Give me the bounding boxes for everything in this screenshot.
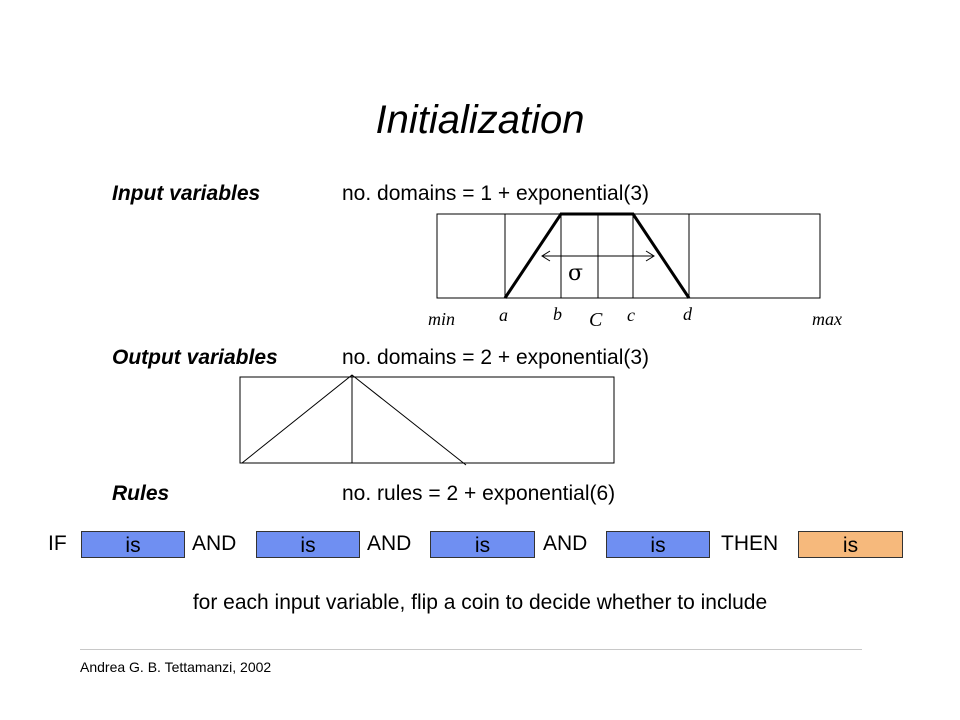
consequent-box: is [798,531,903,558]
input-variables-label: Input variables [112,182,261,205]
d-label: d [683,304,692,324]
rule-and-keyword-2: AND [367,532,412,555]
b-label: b [553,304,562,324]
center-label: C [589,309,603,331]
rule-and-keyword-1: AND [192,532,237,555]
output-domain-box [239,376,615,464]
rule-if-keyword: IF [48,532,67,555]
footer-author: Andrea G. B. Tettamanzi, 2002 [80,659,272,675]
sigma-arrow-left-head [541,250,551,262]
input-domains-formula: no. domains = 1 + exponential(3) [342,182,650,205]
page-title: Initialization [375,98,585,142]
footer-divider [80,649,862,650]
a-label: a [499,305,508,325]
max-label: max [812,309,842,329]
triangle-membership [241,374,467,466]
min-label: min [428,309,455,329]
trapezoid-membership [503,212,691,299]
c-label: c [627,305,635,325]
antecedent-box-2: is [256,531,360,558]
antecedent-box-1: is [81,531,185,558]
rules-note: for each input variable, flip a coin to … [192,591,768,614]
sigma-label: σ [568,261,584,286]
output-variables-label: Output variables [112,346,278,369]
sigma-arrow-right-head [645,250,655,262]
rule-then-keyword: THEN [721,532,779,555]
output-domains-formula: no. domains = 2 + exponential(3) [342,346,650,369]
rules-formula: no. rules = 2 + exponential(6) [342,482,616,505]
antecedent-box-4: is [606,531,710,558]
antecedent-box-3: is [430,531,535,558]
rule-and-keyword-3: AND [543,532,588,555]
rules-label: Rules [112,482,170,505]
